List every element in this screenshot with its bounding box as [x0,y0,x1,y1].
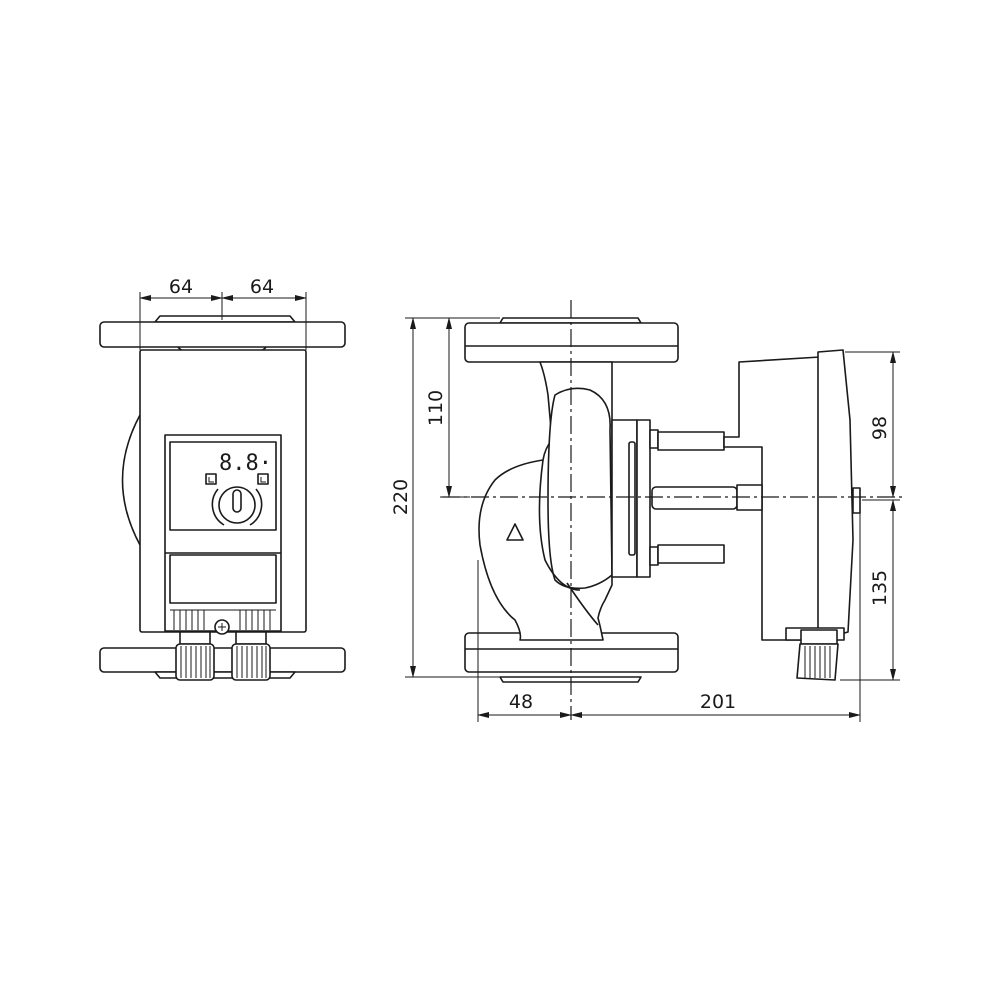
side-dimensions: 220 110 98 135 48 201 [390,317,900,722]
volute-bulge [121,414,141,546]
terminal-cover [169,554,277,604]
dim-48: 48 [509,691,533,713]
top-flange [99,321,346,348]
dim-135: 135 [869,570,891,606]
cable-gland-left [175,631,215,681]
dim-110: 110 [425,390,447,426]
cable-gland-right [231,631,271,681]
dim-201: 201 [700,691,736,713]
front-width-dimension: 64 64 [139,276,307,350]
motor-flange [636,419,651,578]
electronic-module-cover [817,349,854,641]
flange-bolts [649,429,738,566]
dim-64-left: 64 [169,276,193,298]
top-flange-boss [154,315,296,323]
bottom-flange [99,647,346,673]
side-view: 220 110 98 135 48 201 [390,300,905,722]
control-module [164,434,282,632]
mode-button-left [205,473,217,485]
knob-indicator [232,489,242,513]
side-cable-gland [796,629,839,681]
dim-98: 98 [869,416,891,440]
dim-64-right: 64 [250,276,274,298]
display-readout: 8.8· [219,451,272,476]
mode-button-right [257,473,269,485]
flow-direction-triangle-icon [506,523,524,541]
dim-220: 220 [390,479,412,515]
cooling-fins [170,609,276,630]
front-view: 8.8· 64 64 [99,276,346,681]
display-panel [169,441,277,531]
impeller-housing [547,387,613,590]
